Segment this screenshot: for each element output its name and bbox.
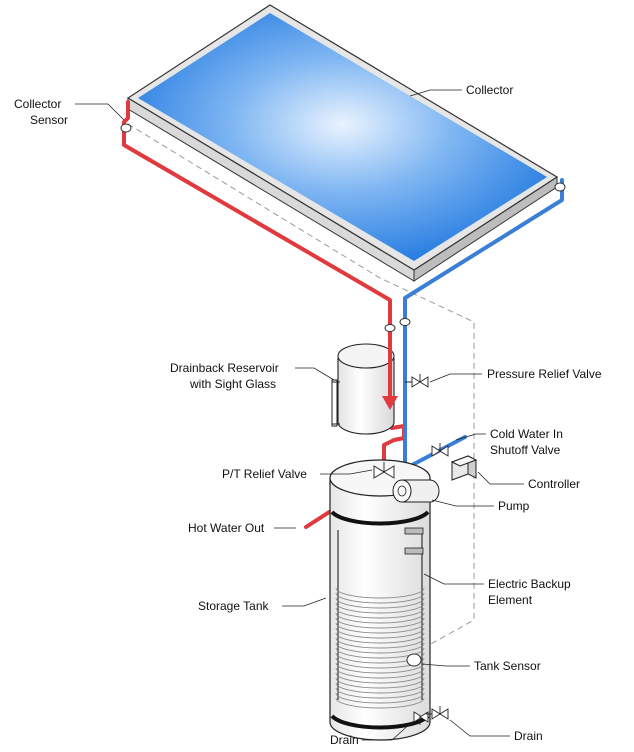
coil-turn	[335, 697, 425, 709]
coil-turn	[335, 682, 425, 694]
label-electric-backup-2: Element	[488, 593, 533, 607]
leader-electric-backup	[423, 573, 484, 585]
heat-exchanger-coil	[335, 587, 425, 709]
pressure-relief-valve	[405, 374, 429, 388]
label-collector-sensor-2: Sensor	[30, 113, 68, 127]
pump	[392, 479, 440, 503]
collector-outlet-fitting	[554, 182, 566, 192]
label-pump: Pump	[498, 499, 530, 513]
sight-glass	[331, 379, 338, 427]
leader-tank-sensor	[421, 663, 470, 667]
leader-pressure-relief	[429, 373, 482, 383]
coil-turn	[335, 687, 425, 699]
leader-drain-left	[362, 721, 413, 741]
leader-storage-tank	[282, 597, 327, 607]
coil-turn	[335, 667, 425, 679]
label-drainback-2: with Sight Glass	[189, 377, 276, 391]
electric-backup-element-upper	[404, 527, 424, 535]
coil-turn	[335, 632, 425, 644]
drain-valve-right	[426, 706, 449, 720]
reservoir-body	[337, 358, 395, 435]
label-drain-right: Drain	[514, 729, 543, 743]
label-pressure-relief: Pressure Relief Valve	[487, 367, 602, 381]
label-tank-sensor: Tank Sensor	[474, 659, 541, 673]
tank-sensor	[406, 653, 422, 667]
collector-sensor	[120, 123, 132, 133]
coil-turn	[335, 587, 425, 599]
coil-turn	[335, 642, 425, 654]
cold-inlet-fitting	[399, 318, 411, 326]
label-collector-sensor-1: Collector	[14, 97, 61, 111]
label-cold-water-2: Shutoff Valve	[490, 443, 561, 457]
coil-turn	[335, 597, 425, 609]
coil-turn	[335, 617, 425, 629]
label-drainback-1: Drainback Reservoir	[170, 361, 279, 375]
coil-turn	[335, 637, 425, 649]
label-cold-water-1: Cold Water In	[490, 427, 563, 441]
label-controller: Controller	[528, 477, 580, 491]
label-collector: Collector	[466, 83, 513, 97]
hot-outlet-pipe	[382, 424, 406, 472]
coil-turn	[335, 612, 425, 624]
reservoir-top	[337, 343, 395, 369]
hot-inlet-fitting	[384, 324, 396, 332]
drainback-reservoir	[331, 343, 395, 435]
coil-turn	[335, 592, 425, 604]
coil-turn	[335, 647, 425, 659]
reservoir-flow-arrow	[382, 396, 398, 410]
coil-turn	[335, 677, 425, 689]
coil-turn	[335, 662, 425, 674]
leader-pt-relief	[320, 469, 373, 475]
tank-top-band	[330, 510, 430, 526]
coil-turn	[335, 622, 425, 634]
coil-turn	[335, 672, 425, 684]
coil-turn	[335, 627, 425, 639]
leader-drainback	[295, 367, 335, 381]
controller	[450, 455, 478, 481]
cold-water-shutoff-valve	[431, 443, 449, 457]
pt-relief-valve	[373, 462, 395, 479]
label-electric-backup-1: Electric Backup	[488, 577, 571, 591]
collector-glass	[138, 13, 547, 261]
coil-turn	[335, 602, 425, 614]
coil-turn	[335, 692, 425, 704]
leader-drain-right	[449, 719, 510, 737]
label-storage-tank: Storage Tank	[198, 599, 269, 613]
leader-cold-water	[455, 433, 486, 441]
electric-backup-element	[404, 547, 424, 555]
leader-collector	[409, 89, 462, 97]
leader-controller	[477, 471, 524, 485]
label-drain-left: Drain	[330, 733, 359, 747]
collector-panel	[126, 4, 559, 282]
leader-collector-sensor	[75, 103, 125, 121]
label-pt-relief: P/T Relief Valve	[222, 467, 307, 481]
coil-turn	[335, 607, 425, 619]
label-hot-water-out: Hot Water Out	[188, 521, 265, 535]
leader-pump	[431, 499, 494, 507]
